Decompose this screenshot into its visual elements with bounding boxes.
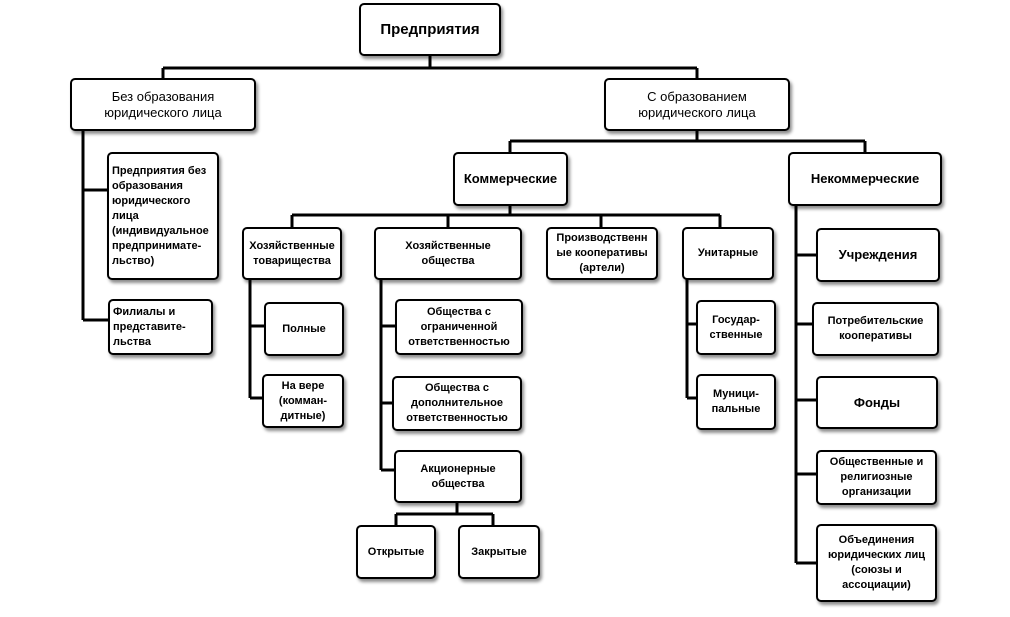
node-production-cooperatives: Производственн ые кооперативы (артели) [546, 227, 658, 280]
node-enterprises: Предприятия [359, 3, 501, 56]
node-with-legal-entity: С образованием юридического лица [604, 78, 790, 131]
node-entrepreneurship: Предприятия без образования юридического… [107, 152, 219, 280]
node-full-partnerships: Полные [264, 302, 344, 356]
node-closed-jsc: Закрытые [458, 525, 540, 579]
node-institutions: Учреждения [816, 228, 940, 282]
node-business-companies: Хозяйственные общества [374, 227, 522, 280]
node-consumer-cooperatives: Потребительские кооперативы [812, 302, 939, 356]
node-additional-liability-company: Общества с дополнительное ответственност… [392, 376, 522, 431]
node-municipal-unitary: Муници- пальные [696, 374, 776, 430]
node-without-legal-entity: Без образования юридического лица [70, 78, 256, 131]
node-public-religious-organizations: Общественные и религиозные организации [816, 450, 937, 505]
node-llc: Общества с ограниченной ответственностью [395, 299, 523, 355]
node-state-unitary: Государ- ственные [696, 300, 776, 355]
node-joint-stock-companies: Акционерные общества [394, 450, 522, 503]
node-business-partnerships: Хозяйственные товарищества [242, 227, 342, 280]
node-noncommercial: Некоммерческие [788, 152, 942, 206]
node-funds: Фонды [816, 376, 938, 429]
node-branches: Филиалы и представите- льства [108, 299, 213, 355]
node-unitary: Унитарные [682, 227, 774, 280]
node-commercial: Коммерческие [453, 152, 568, 206]
node-associations-of-legal-entities: Объединения юридических лиц (союзы и асс… [816, 524, 937, 602]
node-open-jsc: Открытые [356, 525, 436, 579]
node-limited-partnerships: На вере (комман- дитные) [262, 374, 344, 428]
